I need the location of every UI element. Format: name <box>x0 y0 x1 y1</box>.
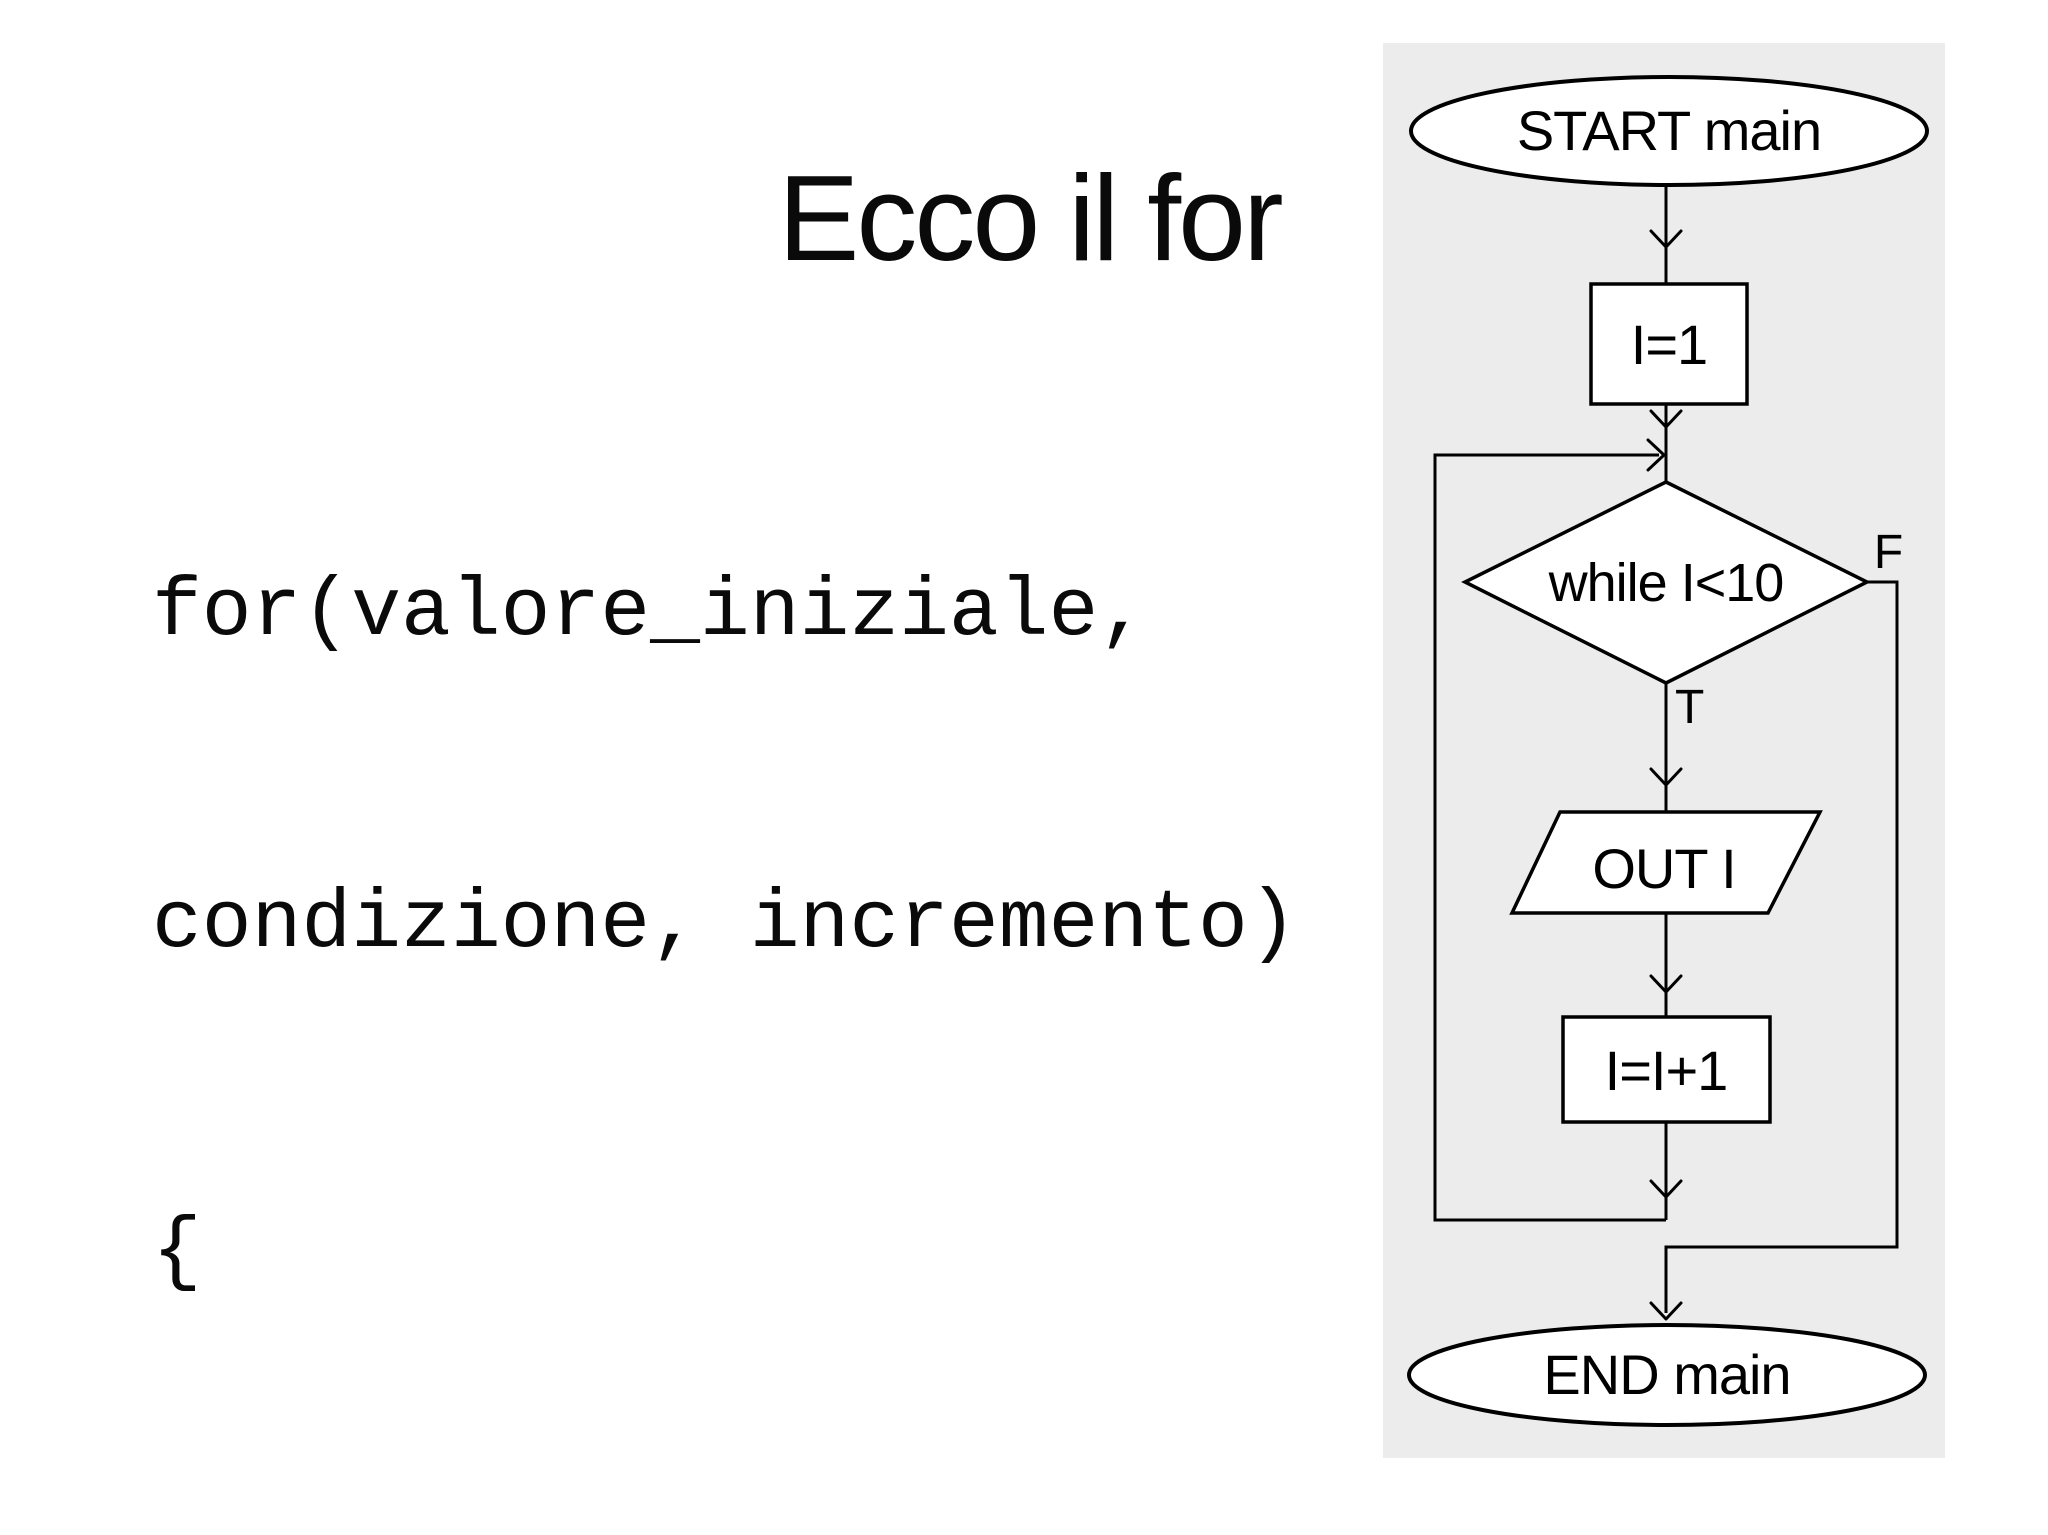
start-ellipse <box>1409 75 1929 187</box>
arrowhead-down-icon <box>1649 1301 1683 1321</box>
arrowhead-down-icon <box>1649 409 1683 429</box>
increment-label: I=I+1 <box>1605 1039 1728 1102</box>
condition-diamond <box>1461 480 1871 685</box>
arrowhead-down-icon <box>1649 767 1683 787</box>
code-line: condizione, incremento) <box>152 877 1298 971</box>
false-branch-label: F <box>1874 526 1902 579</box>
init-label: I=1 <box>1631 313 1707 376</box>
true-branch-label: T <box>1675 681 1704 734</box>
increment-box <box>1561 1015 1772 1124</box>
false-branch-line <box>1664 580 1899 1313</box>
arrowhead-right-icon <box>1646 438 1666 472</box>
output-parallelogram <box>1509 810 1823 915</box>
init-box <box>1589 282 1749 406</box>
code-line: for(valore_iniziale, <box>152 565 1149 659</box>
flowchart-panel: START main I=1 while I<10 T F OUT I I=I+… <box>1383 43 1945 1458</box>
slide-title: Ecco il for <box>778 150 1284 286</box>
end-label: END main <box>1543 1343 1790 1406</box>
start-label: START main <box>1517 99 1821 162</box>
arrowhead-down-icon <box>1649 229 1683 249</box>
code-block: for(valore_iniziale, condizione, increme… <box>152 352 1298 1535</box>
condition-label: while I<10 <box>1548 553 1784 613</box>
flowchart: START main I=1 while I<10 T F OUT I I=I+… <box>1407 75 1929 1427</box>
end-ellipse <box>1407 1323 1927 1427</box>
arrowhead-down-icon <box>1649 1179 1683 1199</box>
arrowhead-down-icon <box>1649 974 1683 994</box>
code-line: { <box>152 1205 202 1299</box>
output-label: OUT I <box>1592 837 1735 900</box>
loop-back-line <box>1433 453 1666 1222</box>
code-line: [istruzione] <box>152 1528 1298 1535</box>
